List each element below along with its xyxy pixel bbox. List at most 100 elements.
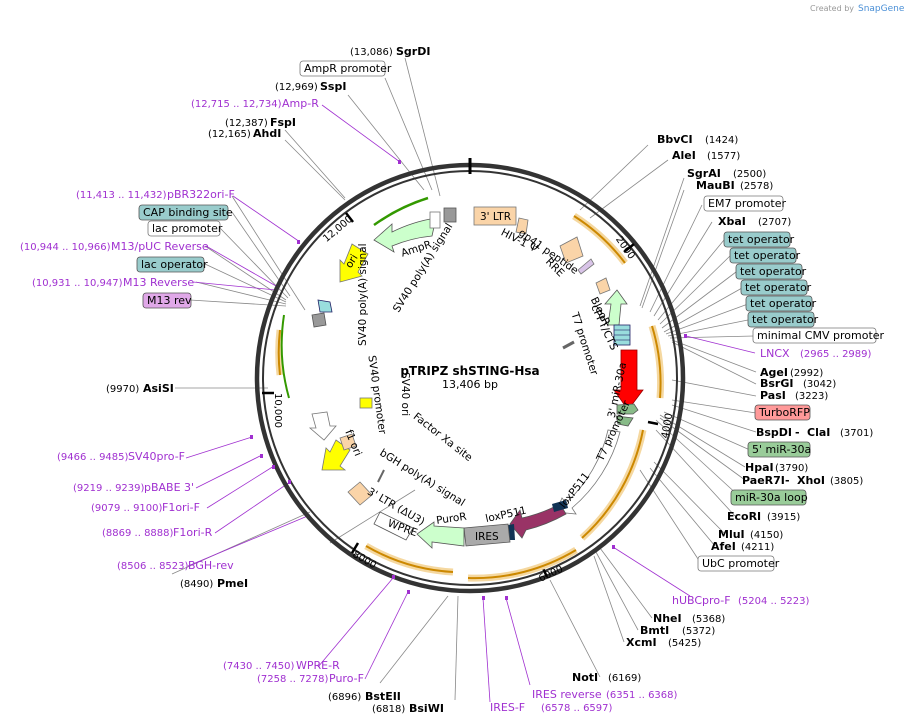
svg-text:(1424): (1424) xyxy=(705,135,738,146)
tick-4000: 4000 xyxy=(660,412,675,439)
svg-text:(9466 .. 9485): (9466 .. 9485) xyxy=(57,452,129,463)
ltr3-du3-box xyxy=(347,481,373,506)
plasmid-name: pTRIPZ shSTING-Hsa xyxy=(400,364,539,378)
svg-text:(2992): (2992) xyxy=(790,368,823,379)
svg-text:(9079 .. 9100): (9079 .. 9100) xyxy=(91,503,163,514)
orf-arcs xyxy=(275,196,665,582)
svg-text:(2707): (2707) xyxy=(758,217,791,228)
svg-text:(3805): (3805) xyxy=(830,476,863,487)
label-m13-rev: M13 rev xyxy=(147,294,192,307)
svg-text:(3042): (3042) xyxy=(803,379,836,390)
label-5-mir30a: 5' miR-30a xyxy=(752,443,811,456)
label-minimal-cmv-promoter: minimal CMV promoter xyxy=(757,329,885,342)
label-bmti: BmtI xyxy=(640,624,669,637)
label-asisi: AsiSI xyxy=(143,382,174,395)
label-tet-operator-2: tet operator xyxy=(734,249,801,262)
label-sspi: SspI xyxy=(320,80,346,93)
ires-label: IRES xyxy=(475,531,499,543)
label-ires-f: IRES-F xyxy=(490,701,525,714)
svg-text:(1577): (1577) xyxy=(707,151,740,162)
svg-text:(2500): (2500) xyxy=(733,169,766,180)
label-pmei: PmeI xyxy=(217,577,248,590)
label-sgrdi: SgrDI xyxy=(396,45,430,58)
label-nhei: NheI xyxy=(653,612,682,625)
svg-text:(10,944 .. 10,966): (10,944 .. 10,966) xyxy=(20,242,111,253)
svg-text:(9970): (9970) xyxy=(106,384,139,395)
svg-text:(4150): (4150) xyxy=(750,530,783,541)
svg-text:(3790): (3790) xyxy=(775,463,808,474)
svg-text:(12,715 .. 12,734): (12,715 .. 12,734) xyxy=(191,99,282,110)
label-lac-promoter: lac promoter xyxy=(152,222,223,235)
label-hubcpro-f: hUBCpro-F xyxy=(672,594,731,607)
rtta3-arrow xyxy=(509,503,567,539)
svg-text:(5204 .. 5223): (5204 .. 5223) xyxy=(738,596,810,607)
label-puro-f: Puro-F xyxy=(329,672,364,685)
svg-text:(4211): (4211) xyxy=(741,542,774,553)
svg-text:(8490): (8490) xyxy=(180,579,213,590)
label-tet-operator-4: tet operator xyxy=(745,281,812,294)
t7-mark-a xyxy=(562,340,575,350)
label-noti: NotI xyxy=(572,671,598,684)
label-tet-operator-6: tet operator xyxy=(752,313,819,326)
label-paer7i: PaeR7I xyxy=(742,474,785,487)
credit-text: Created by xyxy=(810,4,854,13)
svg-text:(6351 .. 6368): (6351 .. 6368) xyxy=(606,690,678,701)
label-ires-reverse: IRES reverse xyxy=(532,688,602,701)
svg-text:(8506 .. 8523): (8506 .. 8523) xyxy=(117,561,189,572)
snapgene-brand: SnapGene xyxy=(858,4,905,14)
svg-text:-: - xyxy=(795,426,800,439)
svg-text:(8869 .. 8888): (8869 .. 8888) xyxy=(102,528,174,539)
label-f1ori-r: F1ori-R xyxy=(173,526,213,539)
label-sv40pro-f: SV40pro-F xyxy=(128,450,185,463)
mir30a-3p xyxy=(615,415,634,427)
label-ahdi: AhdI xyxy=(253,127,281,140)
label-mlui: MluI xyxy=(718,528,745,541)
tick-10000: 10,000 xyxy=(272,393,283,428)
label-xcmi: XcmI xyxy=(626,636,657,649)
svg-text:-: - xyxy=(785,474,790,487)
turborfp-arrow xyxy=(613,349,644,411)
ampr-promoter-box xyxy=(429,211,441,229)
label-maubi: MauBI xyxy=(696,179,735,192)
label-m13-puc-reverse: M13/pUC Reverse xyxy=(111,240,209,253)
svg-text:(12,165): (12,165) xyxy=(208,129,251,140)
primer-leaders xyxy=(185,104,756,703)
svg-text:(2965 .. 2989): (2965 .. 2989) xyxy=(800,349,872,360)
label-xbai: XbaI xyxy=(718,215,746,228)
bleor-small xyxy=(595,277,611,295)
label-tet-operator-3: tet operator xyxy=(740,265,807,278)
svg-text:(7430 .. 7450): (7430 .. 7450) xyxy=(223,661,295,672)
label-fspi: FspI xyxy=(270,116,296,129)
label-ampr-promoter: AmpR promoter xyxy=(304,62,392,75)
rre-box xyxy=(559,236,584,264)
ires-box xyxy=(463,523,511,547)
label-bsrgi: BsrGI xyxy=(760,377,793,390)
svg-text:(12,969): (12,969) xyxy=(275,82,318,93)
svg-text:(5368): (5368) xyxy=(692,614,725,625)
plasmid-length: 13,406 bp xyxy=(442,378,498,391)
bleor-arrow xyxy=(604,289,628,326)
svg-text:(6896): (6896) xyxy=(328,692,361,703)
svg-text:(13,086): (13,086) xyxy=(350,47,393,58)
label-afei: AfeI xyxy=(711,540,736,553)
ampr-grey-box xyxy=(443,207,457,223)
svg-text:(12,387): (12,387) xyxy=(225,118,268,129)
hiv-psi-box xyxy=(515,217,529,235)
label-f1ori-f: F1ori-F xyxy=(162,501,200,514)
label-lncx: LNCX xyxy=(760,347,790,360)
ltr3-box xyxy=(473,206,517,226)
label-alei: AleI xyxy=(672,149,696,162)
label-pasi: PasI xyxy=(760,389,786,402)
svg-text:(11,413 .. 11,432): (11,413 .. 11,432) xyxy=(76,190,167,201)
ltr3-label: 3' LTR xyxy=(480,211,511,223)
label-em7-promoter: EM7 promoter xyxy=(708,197,786,210)
label-turborfp: TurboRFP xyxy=(758,406,810,419)
label-pbabe-3: pBABE 3' xyxy=(144,481,194,494)
sv40-promoter-arrow xyxy=(308,411,337,441)
label-bsteii: BstEII xyxy=(365,690,401,703)
label-sgrai: SgrAI xyxy=(687,167,721,180)
label-bspdi: BspDI xyxy=(756,426,792,439)
svg-text:(3701): (3701) xyxy=(840,428,873,439)
left-grey-box xyxy=(311,312,327,328)
